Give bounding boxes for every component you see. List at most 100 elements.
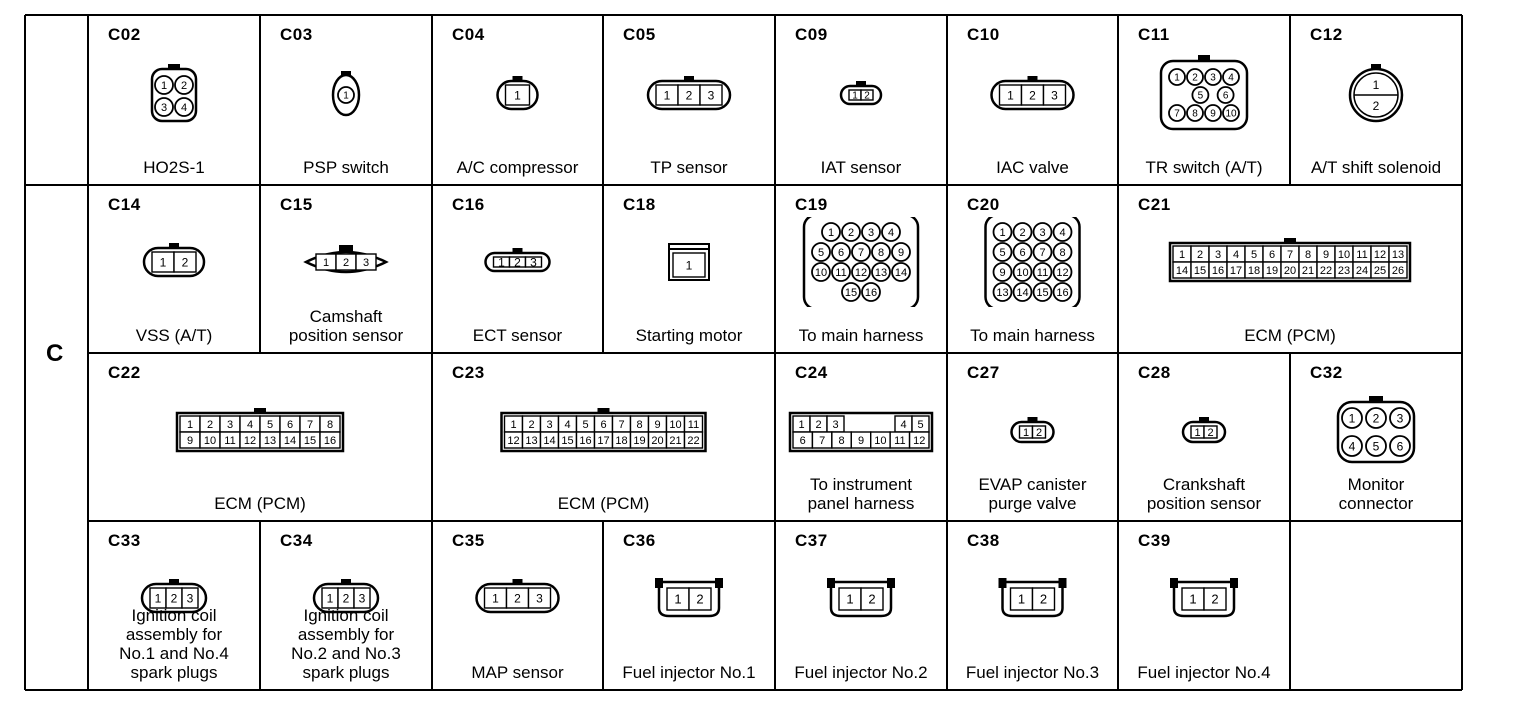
pin-number: 2 (514, 591, 521, 605)
pin-number: 12 (1374, 249, 1386, 261)
pin: 15 (299, 431, 321, 449)
connector-diagram: 1 (496, 76, 539, 111)
pin: 4 (239, 415, 261, 433)
pin-number: 21 (669, 435, 681, 447)
pin: 1 (503, 415, 524, 433)
connector-label: EVAP canister purge valve (978, 475, 1087, 513)
connector-code: C15 (280, 195, 313, 214)
pin-number: 1 (492, 591, 499, 605)
pin: 9 (1204, 104, 1222, 122)
pin: 25 (1370, 261, 1390, 279)
pin-number: 2 (1197, 249, 1203, 261)
pin-number: 12 (1056, 267, 1068, 279)
pin-number: 1 (323, 257, 329, 269)
pin: 12 (239, 431, 261, 449)
pin: 6 (1216, 86, 1235, 104)
pin-number: 3 (1210, 73, 1216, 84)
pin-number: 1 (664, 88, 671, 102)
pin: 3 (154, 97, 174, 117)
pin: 3 (699, 84, 723, 106)
pin-number: 3 (1397, 411, 1404, 425)
pin-number: 9 (187, 435, 193, 447)
pin-number: 2 (1040, 592, 1047, 607)
pin-number: 24 (1356, 265, 1368, 277)
pin-number: 3 (1039, 227, 1045, 239)
pin-number: 2 (1211, 592, 1218, 607)
pin: 2 (1203, 425, 1218, 439)
pin: 14 (539, 431, 560, 449)
pin: 13 (521, 431, 542, 449)
connector-label: ECM (PCM) (214, 494, 306, 513)
pin: 2 (677, 84, 701, 106)
pin: 3 (1042, 84, 1067, 106)
pin-number: 14 (895, 267, 907, 279)
pin: 7 (611, 415, 632, 433)
connector-code: C09 (795, 25, 828, 44)
pin: 9 (1316, 245, 1336, 263)
pin-number: 2 (686, 88, 693, 102)
pin: 16 (575, 431, 596, 449)
pin: 1 (792, 415, 811, 433)
pin-number: 3 (832, 419, 838, 431)
pin: 6 (831, 242, 851, 262)
pin: 3 (826, 415, 845, 433)
pin: 15 (1190, 261, 1210, 279)
connector-code: C10 (967, 25, 1000, 44)
pin-number: 3 (530, 255, 537, 269)
pin: 11 (1032, 262, 1053, 282)
pin-number: 3 (187, 591, 194, 605)
pin: 2 (860, 89, 874, 102)
connector-label: Camshaft position sensor (288, 307, 404, 345)
pin: 9 (179, 431, 201, 449)
pin-number: 4 (1059, 227, 1065, 239)
connector-label: A/T shift solenoid (1310, 158, 1442, 177)
pin: 12 (503, 431, 524, 449)
pin: 2 (508, 255, 527, 269)
connector-label: VSS (A/T) (135, 326, 213, 345)
pin-number: 19 (1266, 265, 1278, 277)
pin-number: 1 (1373, 78, 1380, 92)
pin: 2 (1031, 425, 1047, 439)
pin: 5 (1365, 435, 1387, 457)
pin: 1 (1341, 407, 1363, 429)
pin: 1 (149, 587, 167, 609)
pin-number: 8 (1059, 247, 1065, 259)
connector-label: HO2S-1 (143, 158, 205, 177)
pin-number: 3 (161, 102, 167, 114)
pin-number: 23 (1338, 265, 1350, 277)
pin: 1 (1181, 587, 1205, 611)
connector-label: IAT sensor (820, 158, 902, 177)
pin-number: 10 (1225, 109, 1237, 120)
pin: 5 (575, 415, 596, 433)
pin: 4 (1226, 245, 1246, 263)
connector-label: Ignition coil assembly for No.2 and No.3… (291, 606, 401, 682)
pin-number: 3 (363, 257, 369, 269)
pin-number: 5 (267, 419, 273, 431)
pin: 20 (1280, 261, 1300, 279)
pin-number: 1 (327, 591, 334, 605)
pin: 22 (683, 431, 704, 449)
pin-number: 9 (654, 419, 660, 431)
pin: 6 (279, 415, 301, 433)
pin: 22 (1316, 261, 1336, 279)
pin: 1 (1009, 587, 1034, 611)
pin: 2 (1203, 587, 1227, 611)
pin: 3 (861, 222, 881, 242)
pin: 8 (1298, 245, 1318, 263)
pin: 1 (179, 415, 201, 433)
pin-number: 5 (1198, 91, 1204, 102)
pin: 10 (665, 415, 686, 433)
pin-number: 14 (543, 435, 555, 447)
pin: 1 (483, 587, 508, 609)
